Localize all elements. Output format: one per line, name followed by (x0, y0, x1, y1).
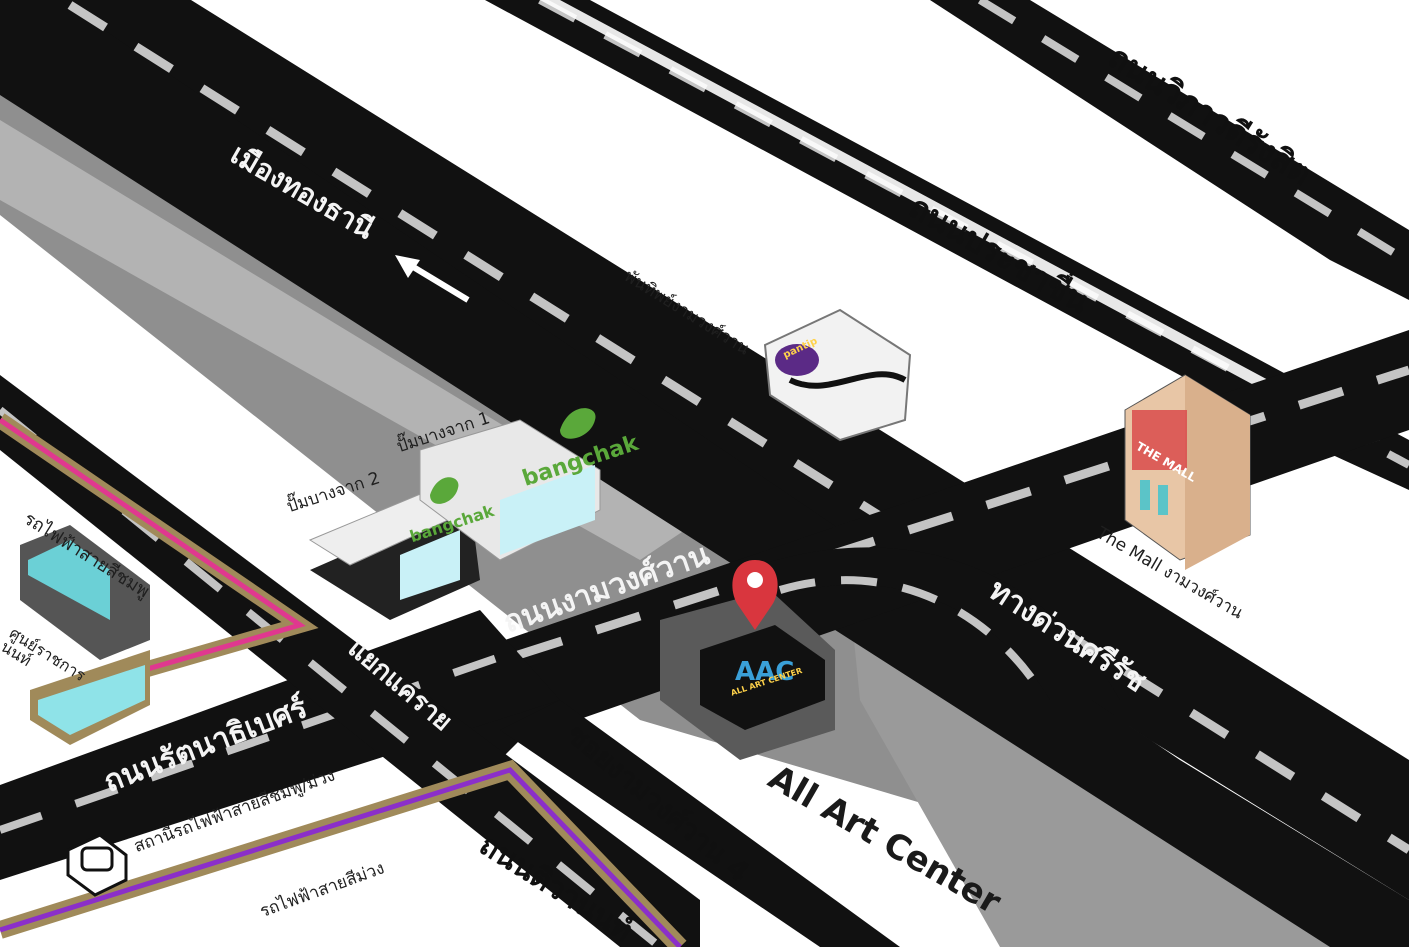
soi-road (500, 700, 900, 947)
khae-rai-road (0, 375, 700, 947)
train-icon (66, 833, 128, 897)
svg-text:AAC: AAC (735, 657, 794, 687)
pantip-building (763, 308, 912, 442)
pink-line-station (20, 525, 150, 745)
map-pin-icon (732, 560, 778, 630)
expressway-ramp (760, 547, 1120, 700)
ramp-lane (778, 576, 1044, 693)
arrow-left-icon (395, 255, 470, 303)
the-mall-building (1124, 374, 1251, 570)
all-art-center-building: AAC (660, 590, 835, 760)
bangchak-stations (308, 408, 601, 620)
rattanathibet-road (0, 610, 560, 880)
vibhavadi-road (930, 0, 1409, 300)
purple-line-track (0, 759, 687, 947)
